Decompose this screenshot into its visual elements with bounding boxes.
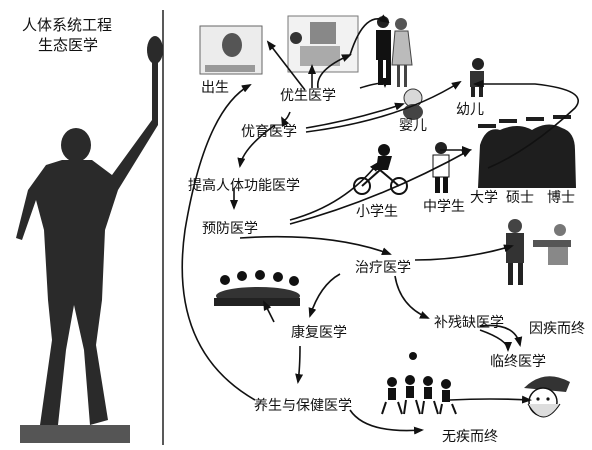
- label-yinji: 因疾而终: [529, 321, 585, 337]
- label-linzhong: 临终医学: [490, 354, 546, 370]
- label-shuoshi: 硕士: [506, 190, 534, 206]
- statue-figure: [16, 36, 163, 443]
- flow-arrows: [181, 14, 579, 435]
- label-xiaoxue: 小学生: [356, 204, 398, 220]
- graduates-group: [478, 115, 576, 188]
- doctor-patient-scene: [506, 219, 571, 285]
- label-kangfu: 康复医学: [291, 324, 347, 341]
- title-line-1: 人体系统工程: [22, 16, 112, 34]
- cyclist-figure: [353, 144, 408, 195]
- label-youyu: 优育医学: [241, 124, 297, 140]
- baby-figure: [403, 88, 423, 120]
- couple-figures: [376, 16, 413, 87]
- diagram-labels: 人体系统工程 生态医学 出生 优生医学 优育医学 提高人体功能医学 预防医学 治…: [22, 16, 585, 445]
- label-buchan: 补残缺医学: [434, 315, 504, 331]
- title-line-2: 生态医学: [38, 36, 98, 54]
- label-youer: 幼儿: [456, 102, 484, 118]
- nursery-scene-illustration: [287, 15, 359, 73]
- dancing-elders-group: [381, 352, 457, 415]
- label-yousheng: 优生医学: [280, 88, 336, 104]
- toddler-figure: [470, 58, 484, 97]
- label-zhiliao: 治疗医学: [355, 260, 411, 276]
- label-daxue: 大学: [470, 190, 498, 206]
- label-yufang: 预防医学: [202, 221, 258, 237]
- birth-scene-illustration: [199, 25, 263, 75]
- label-tigao: 提高人体功能医学: [188, 177, 300, 194]
- label-yinger: 婴儿: [399, 118, 427, 134]
- meeting-scene: [214, 270, 300, 306]
- student-figure: [432, 142, 450, 193]
- label-zhongxue: 中学生: [423, 199, 465, 215]
- label-boshi: 博士: [547, 189, 575, 206]
- label-chusheng: 出生: [201, 80, 229, 96]
- label-yangsheng: 养生与保健医学: [254, 398, 352, 414]
- elderly-santa-face: [524, 376, 570, 418]
- label-wuji: 无疾而终: [442, 429, 498, 445]
